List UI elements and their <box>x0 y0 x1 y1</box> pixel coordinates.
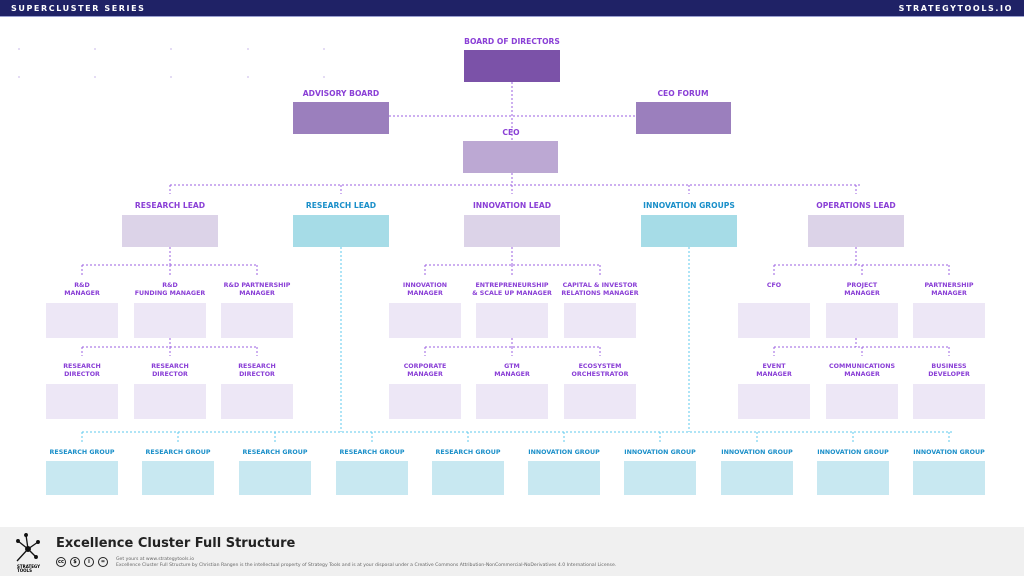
strategy-tools-logo-icon <box>16 533 40 562</box>
lead-box[interactable] <box>293 215 389 247</box>
footer-title: Excellence Cluster Full Structure <box>56 536 296 551</box>
group-box[interactable] <box>239 461 311 495</box>
footer: STRATEGY TOOLS Excellence Cluster Full S… <box>0 527 1024 576</box>
get-yours-link[interactable]: Get yours at www.strategytools.io <box>116 557 195 562</box>
innovation-role-label: ECOSYSTEM ORCHESTRATOR <box>571 363 629 378</box>
innovation-role-label: CORPORATE MANAGER <box>403 363 447 378</box>
logo-text: STRATEGY TOOLS <box>17 564 41 573</box>
operations-role-label: BUSINESS DEVELOPER <box>928 363 970 378</box>
lead-box[interactable] <box>464 215 560 247</box>
group-box[interactable] <box>336 461 408 495</box>
research-role-box[interactable] <box>46 384 118 419</box>
research-role-label: RESEARCH DIRECTOR <box>63 363 101 378</box>
group-label: INNOVATION GROUP <box>913 449 985 456</box>
innovation-role-box[interactable] <box>476 384 548 419</box>
ceo-forum-label: CEO FORUM <box>657 89 709 98</box>
operations-role-label: CFO <box>766 282 782 289</box>
advisory-board-label: ADVISORY BOARD <box>302 89 380 98</box>
lead-label: INNOVATION GROUPS <box>643 201 735 210</box>
innovation-role-box[interactable] <box>564 303 636 338</box>
group-label: RESEARCH GROUP <box>435 449 501 456</box>
group-label: RESEARCH GROUP <box>145 449 211 456</box>
group-label: INNOVATION GROUP <box>721 449 793 456</box>
ceo-forum-box[interactable] <box>636 102 731 134</box>
innovation-role-box[interactable] <box>476 303 548 338</box>
noncommercial-icon: $ <box>70 557 80 567</box>
group-label: INNOVATION GROUP <box>817 449 889 456</box>
research-role-box[interactable] <box>221 303 293 338</box>
research-role-box[interactable] <box>134 384 206 419</box>
operations-role-box[interactable] <box>913 303 985 338</box>
advisory-board-box[interactable] <box>293 102 389 134</box>
group-box[interactable] <box>913 461 985 495</box>
group-label: INNOVATION GROUP <box>528 449 600 456</box>
group-box[interactable] <box>142 461 214 495</box>
lead-box[interactable] <box>808 215 904 247</box>
cc-icon: cc <box>56 557 66 567</box>
group-box[interactable] <box>721 461 793 495</box>
research-role-label: R&D MANAGER <box>64 282 100 297</box>
ceo-box[interactable] <box>463 141 558 173</box>
research-role-label: R&D FUNDING MANAGER <box>134 282 206 297</box>
group-label: RESEARCH GROUP <box>242 449 308 456</box>
top-banner: SUPERCLUSTER SERIES STRATEGYTOOLS.IO <box>0 0 1024 17</box>
operations-role-label: COMMUNICATIONS MANAGER <box>828 363 896 378</box>
lead-box[interactable] <box>122 215 218 247</box>
series-label: SUPERCLUSTER SERIES <box>11 4 146 13</box>
operations-role-box[interactable] <box>913 384 985 419</box>
board-of-directors-box[interactable] <box>464 50 560 82</box>
research-role-box[interactable] <box>46 303 118 338</box>
group-box[interactable] <box>817 461 889 495</box>
innovation-role-label: GTM MANAGER <box>494 363 530 378</box>
board-of-directors-label: BOARD OF DIRECTORS <box>464 37 560 46</box>
attribution-icon: i <box>84 557 94 567</box>
lead-label: INNOVATION LEAD <box>472 201 552 210</box>
operations-role-box[interactable] <box>738 303 810 338</box>
operations-role-label: PROJECT MANAGER <box>844 282 880 297</box>
innovation-role-box[interactable] <box>564 384 636 419</box>
ceo-label: CEO <box>502 128 520 137</box>
operations-role-box[interactable] <box>826 303 898 338</box>
research-role-label: R&D PARTNERSHIP MANAGER <box>223 282 291 297</box>
research-role-box[interactable] <box>134 303 206 338</box>
innovation-role-box[interactable] <box>389 303 461 338</box>
innovation-role-label: CAPITAL & INVESTOR RELATIONS MANAGER <box>561 282 639 297</box>
noderivatives-icon: = <box>98 557 108 567</box>
group-label: RESEARCH GROUP <box>49 449 115 456</box>
operations-role-label: PARTNERSHIP MANAGER <box>924 282 974 297</box>
lead-label: RESEARCH LEAD <box>305 201 377 210</box>
innovation-role-label: INNOVATION MANAGER <box>402 282 448 297</box>
group-label: RESEARCH GROUP <box>339 449 405 456</box>
group-label: INNOVATION GROUP <box>624 449 696 456</box>
lead-box[interactable] <box>641 215 737 247</box>
group-box[interactable] <box>528 461 600 495</box>
group-box[interactable] <box>624 461 696 495</box>
research-role-label: RESEARCH DIRECTOR <box>238 363 276 378</box>
lead-label: OPERATIONS LEAD <box>816 201 896 210</box>
site-label[interactable]: STRATEGYTOOLS.IO <box>898 4 1013 13</box>
group-box[interactable] <box>432 461 504 495</box>
license-text: Excellence Cluster Full Structure by Chr… <box>116 563 617 568</box>
innovation-role-label: ENTREPRENEURSHIP & SCALE UP MANAGER <box>472 282 552 297</box>
research-role-label: RESEARCH DIRECTOR <box>151 363 189 378</box>
group-box[interactable] <box>46 461 118 495</box>
operations-role-label: EVENT MANAGER <box>756 363 792 378</box>
innovation-role-box[interactable] <box>389 384 461 419</box>
operations-role-box[interactable] <box>826 384 898 419</box>
research-role-box[interactable] <box>221 384 293 419</box>
lead-label: RESEARCH LEAD <box>134 201 206 210</box>
operations-role-box[interactable] <box>738 384 810 419</box>
